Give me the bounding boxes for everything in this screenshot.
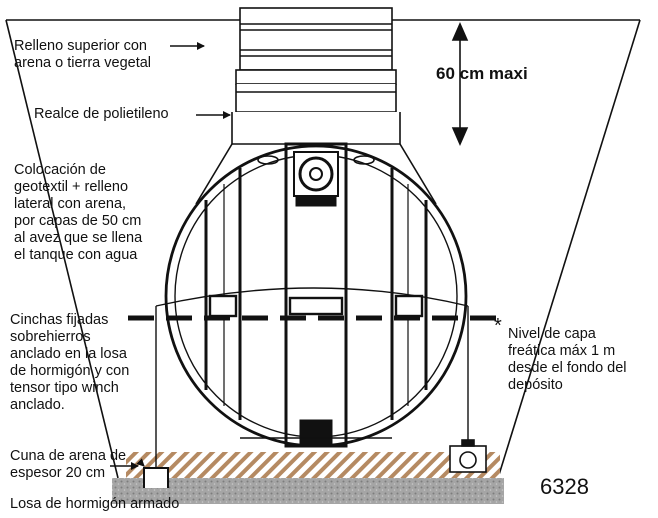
asterisk-marker: * xyxy=(494,315,502,337)
label-losa: Losa de hormigón armado xyxy=(10,496,180,512)
label-relleno-superior: Relleno superior con arena o tierra vege… xyxy=(14,38,152,71)
label-geotextil: Colocación de geotextil + relleno latera… xyxy=(14,162,143,263)
height-dimension xyxy=(451,22,469,146)
label-height-max: 60 cm maxi xyxy=(436,64,528,83)
label-realce: Realce de polietileno xyxy=(34,106,169,122)
riser xyxy=(231,7,401,145)
sand-bed xyxy=(126,452,500,478)
concrete-slab xyxy=(112,478,504,504)
anchor-cables xyxy=(155,287,469,470)
label-cuna: Cuna de arena de espesor 20 cm xyxy=(10,448,127,481)
anchor-hook xyxy=(143,467,169,488)
label-cinchas: Cinchas fijadas sobrehierros anclado en … xyxy=(10,312,130,413)
figure-code: 6328 xyxy=(540,474,589,499)
winch-tensor xyxy=(449,439,487,473)
label-nivel-freatica: Nivel de capa freática máx 1 m desde el … xyxy=(508,326,627,393)
tank xyxy=(164,142,468,448)
leader-arrows xyxy=(136,42,231,467)
